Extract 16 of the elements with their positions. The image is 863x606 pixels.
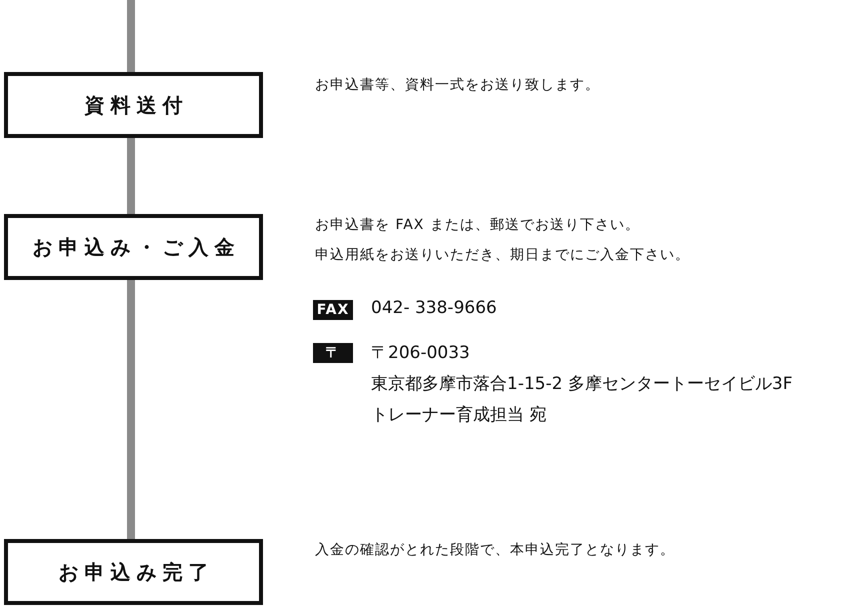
fax-number: 042- 338-9666 [371, 298, 497, 318]
connector-line [127, 138, 135, 214]
connector-line [127, 0, 135, 72]
step-box: 資料送付 [4, 72, 263, 138]
step-box: お申込み完了 [4, 539, 263, 605]
step-box: お申込み・ご入金 [4, 214, 263, 280]
address-text: 東京都多摩市落合1-15-2 多摩センタートーセイビル3F [371, 373, 793, 395]
fax-badge: FAX [313, 300, 353, 320]
postal-code: 〒206-0033 [371, 342, 470, 364]
description-text: 申込用紙をお送りいただき、期日までにご入金下さい。 [315, 246, 690, 264]
description-text: お申込書等、資料一式をお送り致します。 [315, 76, 600, 94]
connector-line [127, 280, 135, 539]
description-text: 入金の確認がとれた段階で、本申込完了となります。 [315, 541, 675, 559]
description-text: お申込書を FAX または、郵送でお送り下さい。 [315, 216, 640, 234]
postal-badge: 〒 [313, 343, 353, 363]
addressee-text: トレーナー育成担当 宛 [371, 404, 546, 426]
